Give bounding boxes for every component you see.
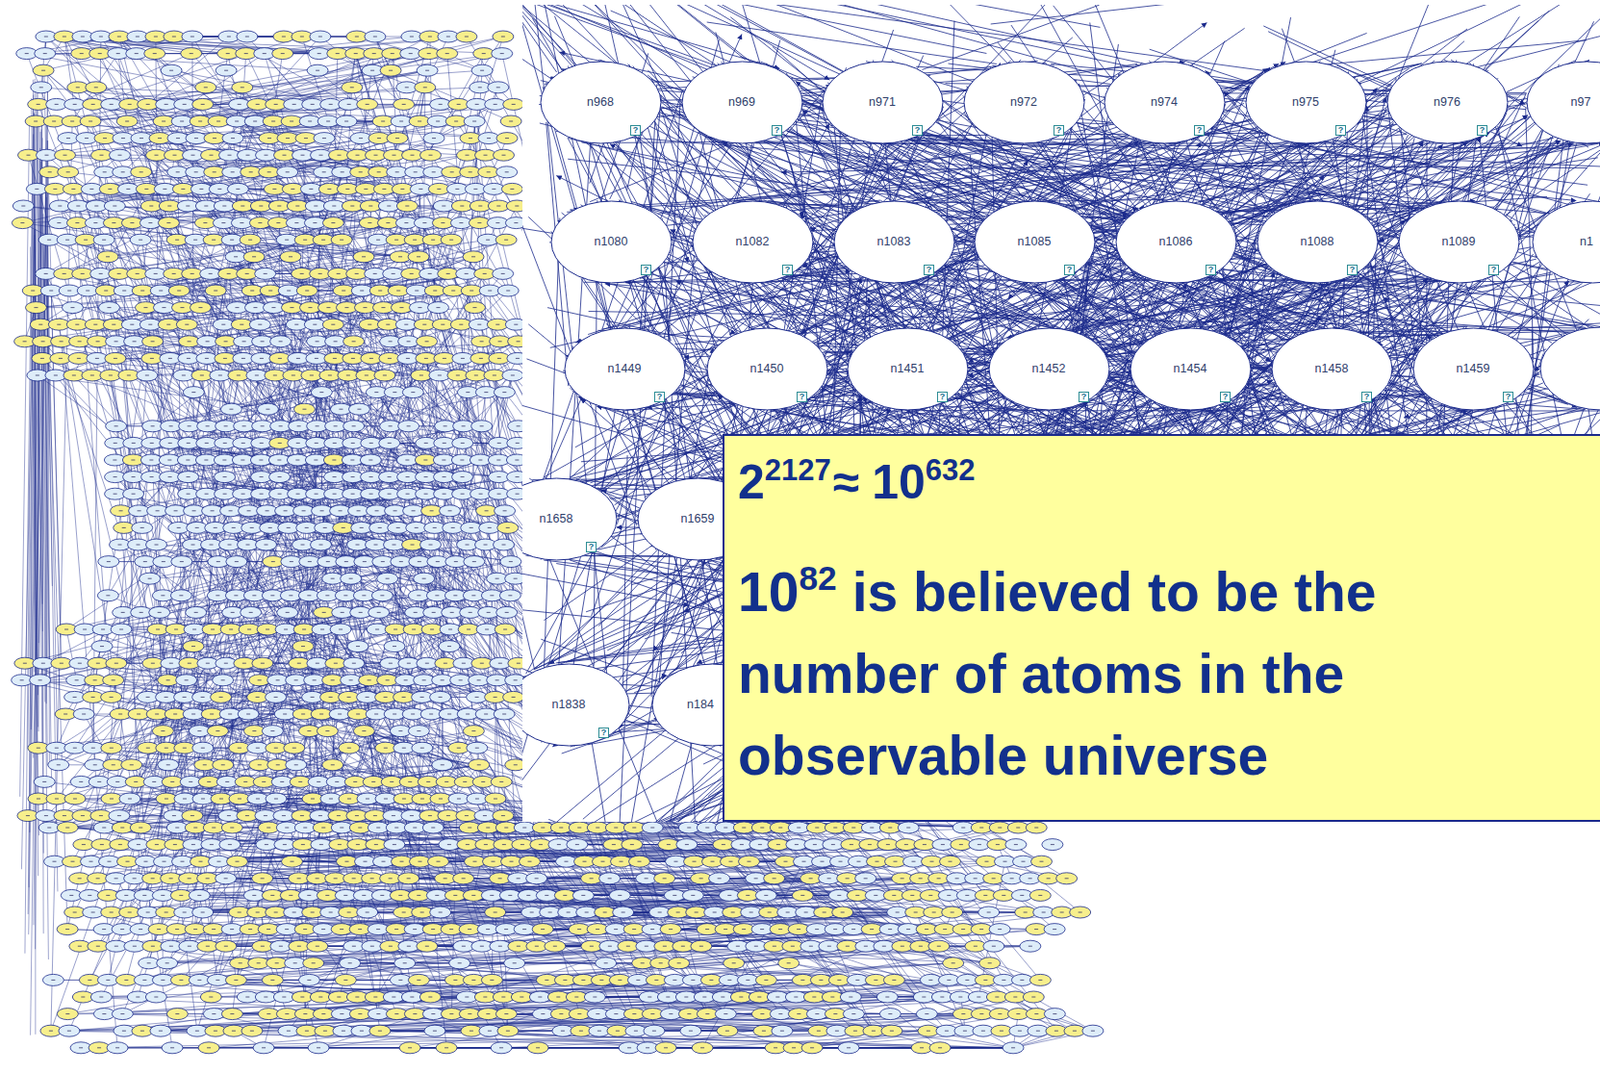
graph-edge	[83, 713, 114, 765]
graph-edge	[58, 696, 149, 764]
graph-edge	[98, 894, 127, 946]
graph-edge	[133, 375, 221, 443]
graph-edge	[22, 223, 119, 275]
graph-edge	[37, 375, 134, 443]
graph-edge	[466, 36, 499, 88]
graph-edge	[66, 629, 77, 681]
graph-edge	[419, 70, 428, 122]
graph-edge	[46, 223, 133, 275]
graph-edge	[230, 357, 517, 409]
graph-edge	[35, 228, 36, 1035]
graph-edge	[479, 172, 507, 224]
graph-edge	[477, 103, 505, 155]
